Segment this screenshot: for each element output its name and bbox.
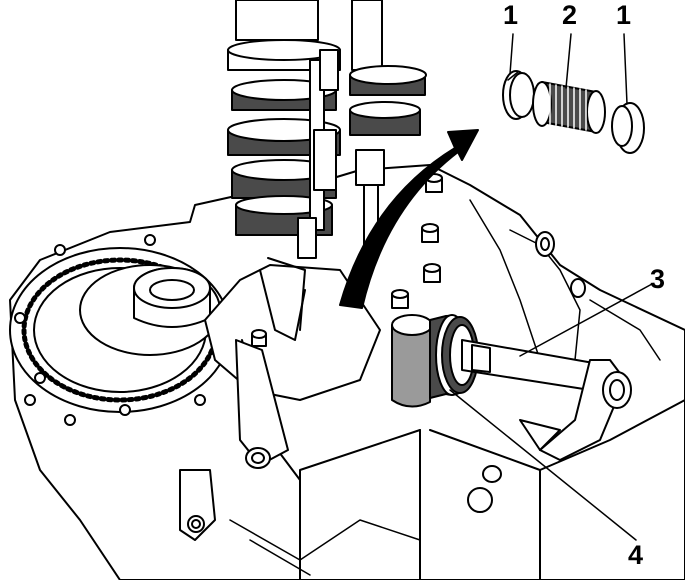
gear-cluster <box>228 0 426 258</box>
leader-1a <box>510 34 513 74</box>
plug-right <box>612 103 644 153</box>
case-bolts <box>252 174 501 512</box>
callout-1-left: 1 <box>503 0 519 30</box>
callout-3: 3 <box>650 264 666 294</box>
callout-2: 2 <box>562 0 578 30</box>
leader-4 <box>450 390 636 540</box>
callout-1-right: 1 <box>616 0 632 30</box>
callout-4: 4 <box>628 540 644 570</box>
leader-lines <box>450 34 652 540</box>
leader-1b <box>624 34 627 104</box>
seal-installer-tool <box>392 315 631 460</box>
plug-left <box>503 71 534 119</box>
leader-2 <box>566 34 571 88</box>
shift-mechanism <box>205 174 501 512</box>
direction-arrow <box>340 130 478 308</box>
leader-3 <box>520 284 652 356</box>
filter-spring <box>533 82 605 133</box>
